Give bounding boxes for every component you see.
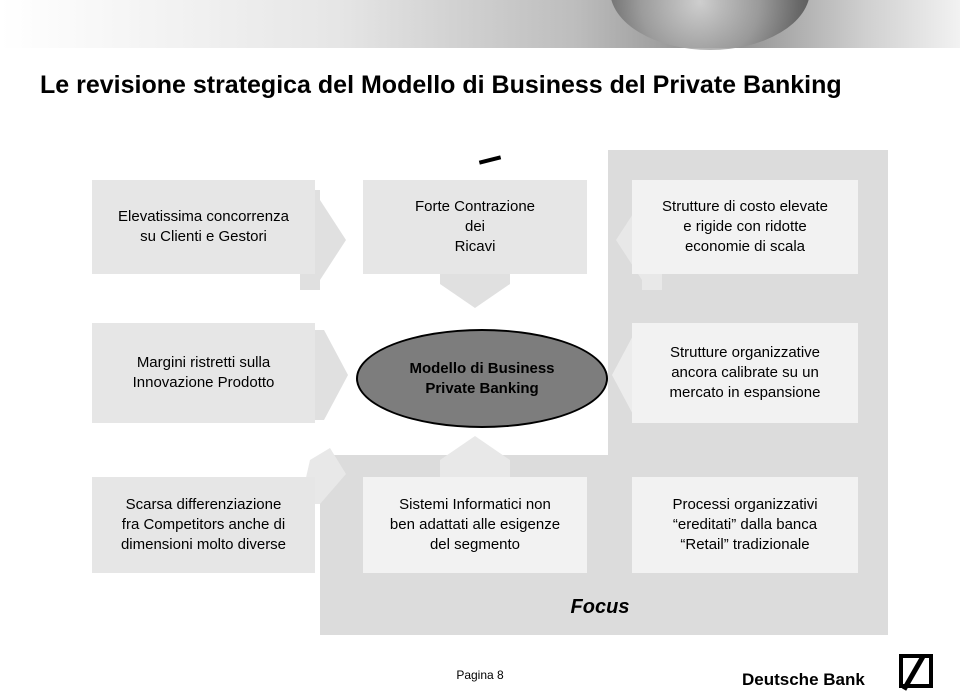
box-differenziazione: Scarsa differenziazione fra Competitors … <box>92 477 315 573</box>
box-ricavi: Forte Contrazione dei Ricavi <box>363 180 587 274</box>
box-strutture-costo: Strutture di costo elevate e rigide con … <box>632 180 858 274</box>
arrow-icon-top-center <box>440 272 510 308</box>
box-concorrenza: Elevatissima concorrenza su Clienti e Ge… <box>92 180 315 274</box>
arrow-icon-bottom-center <box>440 436 510 480</box>
box-margini: Margini ristretti sulla Innovazione Prod… <box>92 323 315 423</box>
dash-mark <box>478 155 502 165</box>
center-ellipse: Modello di Business Private Banking <box>356 329 608 428</box>
arrow-icon-mid-left <box>312 330 348 420</box>
page-number: Pagina 8 <box>456 668 504 682</box>
box-strutture-organizzative: Strutture organizzative ancora calibrate… <box>632 323 858 423</box>
deutsche-bank-logo-icon <box>899 654 933 688</box>
brand-name: Deutsche Bank <box>742 670 865 689</box>
slide-title: Le revisione strategica del Modello di B… <box>40 71 842 99</box>
box-processi: Processi organizzativi “ereditati” dalla… <box>632 477 858 573</box>
focus-label: Focus <box>570 596 630 618</box>
header-bar <box>0 0 960 48</box>
box-sistemi-informatici: Sistemi Informatici non ben adattati all… <box>363 477 587 573</box>
